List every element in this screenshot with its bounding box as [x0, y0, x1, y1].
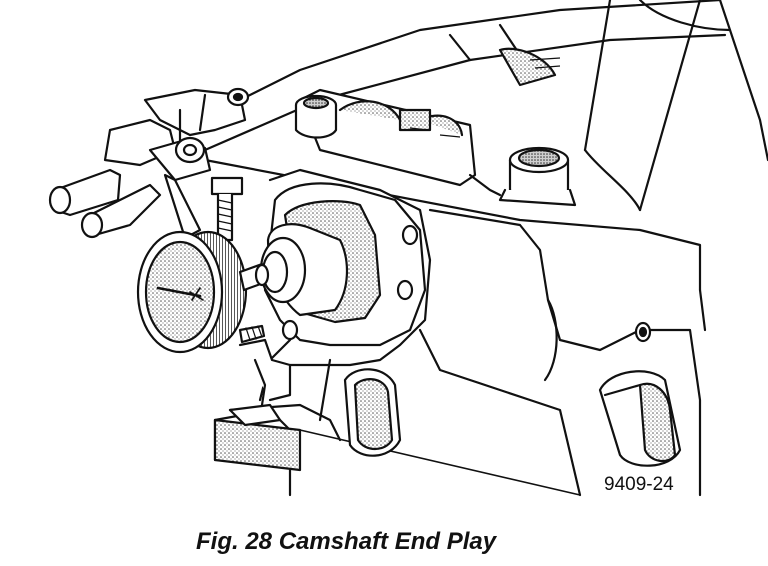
small-hole — [634, 321, 652, 343]
block-ledge — [213, 403, 302, 472]
indicator-plunger — [238, 262, 270, 292]
camshaft-bearing-caps — [298, 47, 557, 197]
indicator-mount-arm — [48, 87, 250, 240]
dial-indicator — [136, 230, 266, 354]
block-bore-right — [598, 370, 682, 467]
head-bolt-left — [294, 94, 338, 139]
engine-illustration — [48, 0, 768, 497]
threaded-post — [210, 176, 244, 242]
indicator-base-bracket — [238, 338, 292, 407]
figure-number: 9409-24 — [604, 474, 674, 495]
figure-caption: Fig. 28 Camshaft End Play — [196, 528, 497, 555]
tube-rod — [583, 0, 702, 212]
block-bore-left — [343, 368, 402, 457]
head-bolt-right — [498, 146, 577, 207]
camshaft-nose — [259, 200, 382, 324]
